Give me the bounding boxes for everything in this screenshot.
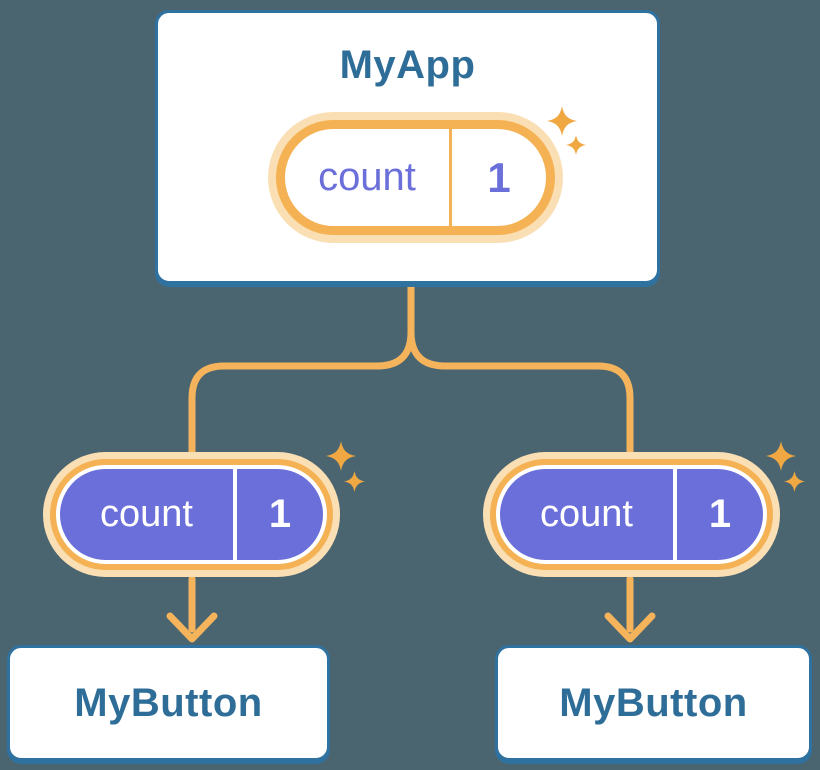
root-state-label: count [318, 155, 416, 199]
connector-branch-left [188, 328, 415, 456]
child-left-prop-pill: count 1 [43, 452, 340, 577]
root-state-value: 1 [487, 153, 511, 201]
connector-branch-right [407, 328, 634, 456]
component-card-child-right: MyButton [495, 645, 812, 761]
root-state-pill-ring: count 1 [276, 120, 555, 235]
child-right-prop-pill-ring: count 1 [490, 459, 773, 570]
pill-divider [673, 469, 677, 560]
sparkle-small-icon [784, 471, 805, 492]
child-left-prop-value: 1 [268, 492, 292, 536]
arrow-right-head [604, 612, 656, 643]
sparkle-small-icon [344, 471, 365, 492]
child-left-component-name: MyButton [74, 680, 263, 725]
component-card-child-left: MyButton [7, 645, 330, 761]
child-right-prop-value: 1 [708, 492, 732, 536]
child-right-prop-pill: count 1 [483, 452, 780, 577]
child-left-prop-pill-body: count 1 [60, 469, 323, 560]
child-right-prop-pill-body: count 1 [500, 469, 763, 560]
sparkle-icon [766, 441, 796, 471]
child-left-prop-label: count [100, 493, 193, 535]
child-right-prop-label: count [540, 493, 633, 535]
root-component-name: MyApp [339, 43, 476, 87]
sparkle-icon [326, 441, 356, 471]
arrow-left-head [166, 612, 218, 643]
sparkle-small-icon [566, 135, 586, 155]
sparkle-icon [547, 106, 577, 136]
child-left-prop-pill-ring: count 1 [50, 459, 333, 570]
pill-divider [449, 129, 452, 226]
child-right-component-name: MyButton [559, 680, 748, 725]
root-state-pill: count 1 [268, 112, 563, 243]
pill-divider [233, 469, 237, 560]
